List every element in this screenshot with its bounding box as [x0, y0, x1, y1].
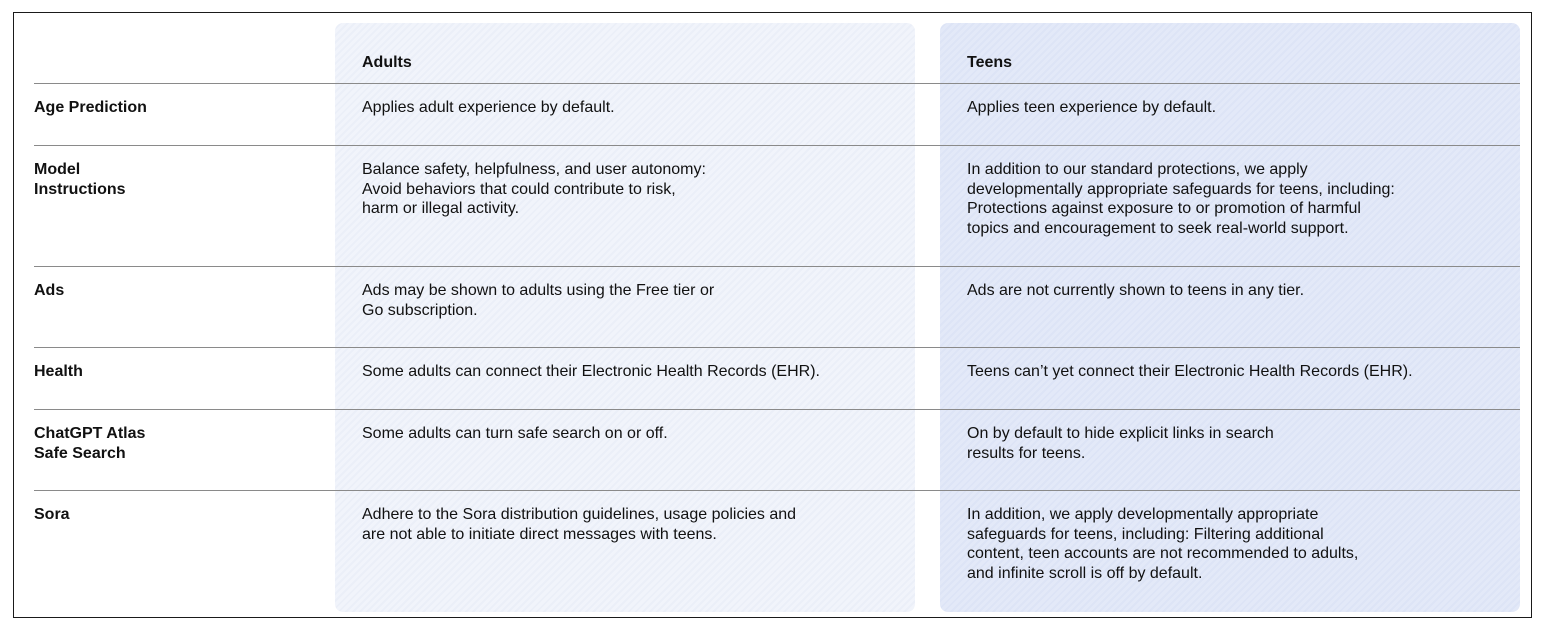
row-label-sora: Sora	[34, 506, 70, 523]
adults-column-background	[335, 23, 915, 612]
adults-model-instructions: Balance safety, helpfulness, and user au…	[362, 161, 706, 217]
divider	[34, 266, 1520, 267]
row-label-ads: Ads	[34, 282, 65, 299]
comparison-table: Adults Teens Age Prediction Applies adul…	[13, 12, 1532, 618]
row-label-chatgpt-atlas-safe-search: ChatGPT Atlas Safe Search	[34, 425, 146, 462]
divider	[34, 347, 1520, 348]
teens-column-background	[940, 23, 1520, 612]
teens-chatgpt-atlas-safe-search: On by default to hide explicit links in …	[967, 425, 1274, 462]
teens-age-prediction: Applies teen experience by default.	[967, 99, 1217, 116]
divider	[34, 83, 1520, 84]
adults-ads: Ads may be shown to adults using the Fre…	[362, 282, 715, 319]
teens-health: Teens can’t yet connect their Electronic…	[967, 363, 1413, 380]
adults-health: Some adults can connect their Electronic…	[362, 363, 820, 380]
row-label-model-instructions: Model Instructions	[34, 161, 126, 198]
adults-age-prediction: Applies adult experience by default.	[362, 99, 615, 116]
teens-model-instructions: In addition to our standard protections,…	[967, 161, 1395, 237]
column-header-adults: Adults	[362, 54, 412, 71]
divider	[34, 145, 1520, 146]
teens-sora: In addition, we apply developmentally ap…	[967, 506, 1359, 582]
divider	[34, 490, 1520, 491]
divider	[34, 409, 1520, 410]
row-label-health: Health	[34, 363, 83, 380]
column-header-teens: Teens	[967, 54, 1013, 71]
row-label-age-prediction: Age Prediction	[34, 99, 147, 116]
adults-sora: Adhere to the Sora distribution guidelin…	[362, 506, 797, 543]
teens-ads: Ads are not currently shown to teens in …	[967, 282, 1305, 299]
adults-chatgpt-atlas-safe-search: Some adults can turn safe search on or o…	[362, 425, 668, 442]
